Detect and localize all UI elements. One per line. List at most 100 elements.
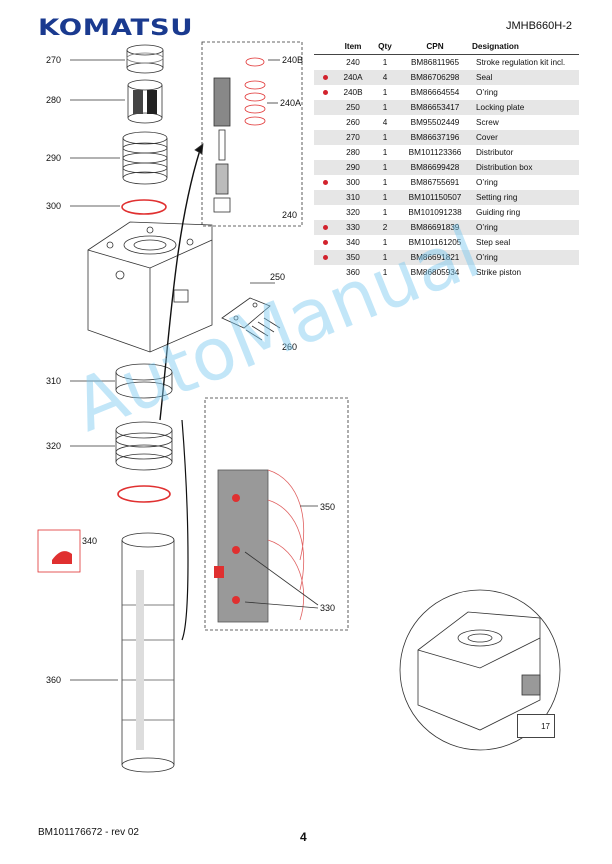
row-designation: Locking plate	[470, 100, 579, 115]
callout-360: 360	[46, 675, 62, 685]
row-qty: 1	[382, 58, 388, 67]
row-designation: Setting ring	[470, 190, 579, 205]
row-cpn: BM86637196	[400, 130, 470, 145]
row-marker	[314, 85, 336, 100]
row-designation: Step seal	[476, 238, 511, 247]
row-item: 300	[346, 178, 360, 187]
row-designation: Cover	[470, 130, 579, 145]
callout-350: 350	[320, 502, 336, 512]
row-marker	[314, 70, 336, 85]
row-item: 350	[336, 250, 370, 265]
row-cpn: BM86664554	[410, 88, 460, 97]
callout-300: 300	[46, 201, 62, 211]
row-marker	[314, 190, 336, 205]
callout-260: 260	[282, 342, 298, 352]
callout-240b: 240B	[282, 55, 304, 65]
row-marker	[314, 145, 336, 160]
row-qty: 1	[382, 208, 388, 217]
row-qty: 4	[370, 70, 400, 85]
row-item: 290	[336, 160, 370, 175]
row-cpn: BM86691839	[400, 220, 470, 235]
row-qty: 1	[382, 148, 388, 157]
row-qty: 1	[382, 238, 388, 247]
seal-kit-marker-dot	[322, 180, 328, 185]
callout-250: 250	[270, 272, 286, 282]
row-marker	[314, 160, 336, 175]
page-number: 4	[300, 830, 307, 844]
callout-310: 310	[46, 376, 62, 386]
seal-kit-marker-dot	[322, 240, 328, 245]
row-marker	[314, 205, 336, 220]
seal-kit-marker-dot	[322, 225, 328, 230]
row-qty: 4	[382, 118, 388, 127]
row-marker	[314, 115, 336, 130]
row-designation: Guiding ring	[476, 208, 521, 217]
header-designation: Designation	[470, 40, 579, 55]
row-marker	[314, 265, 336, 280]
table-header-row: Item Qty CPN Designation	[314, 40, 579, 55]
row-designation: O’ring	[470, 220, 579, 235]
row-item: 260	[346, 118, 360, 127]
row-cpn: BM86653417	[400, 100, 470, 115]
row-cpn: BM95502449	[410, 118, 460, 127]
row-qty: 1	[382, 268, 388, 277]
row-cpn: BM101161205	[408, 238, 462, 247]
reference-page-number: 17	[541, 721, 550, 731]
row-designation: Distributor	[476, 148, 514, 157]
row-cpn: BM101091238	[408, 208, 462, 217]
row-marker	[314, 235, 336, 250]
row-qty: 1	[370, 160, 400, 175]
row-designation: Distribution box	[470, 160, 579, 175]
row-item: 360	[346, 268, 360, 277]
row-cpn: BM86691821	[400, 250, 470, 265]
row-cpn: BM101150507	[400, 190, 470, 205]
row-marker	[314, 55, 336, 71]
row-designation: O’ring	[476, 88, 498, 97]
header-qty: Qty	[370, 40, 400, 55]
row-marker	[314, 100, 336, 115]
row-marker	[314, 250, 336, 265]
callout-320: 320	[46, 441, 62, 451]
row-item: 340	[346, 238, 360, 247]
row-qty: 1	[382, 88, 388, 97]
table-row: 340 1 BM101161205 Step seal	[314, 235, 579, 250]
row-designation: Strike piston	[476, 268, 522, 277]
row-item: 270	[336, 130, 370, 145]
row-item: 330	[336, 220, 370, 235]
row-qty: 1	[370, 190, 400, 205]
callout-340: 340	[82, 536, 98, 546]
row-cpn: BM86811965	[410, 58, 460, 67]
callout-270: 270	[46, 55, 62, 65]
row-marker	[314, 130, 336, 145]
seal-kit-marker-dot	[322, 75, 328, 80]
row-cpn: BM86755691	[410, 178, 460, 187]
row-cpn: BM86699428	[400, 160, 470, 175]
callout-280: 280	[46, 95, 62, 105]
footer-doc-ref: BM101176672 - rev 02	[38, 827, 139, 838]
callout-240: 240	[282, 210, 298, 220]
header-item: Item	[336, 40, 370, 55]
reference-page-box: 17	[517, 714, 555, 738]
row-designation: O’ring	[470, 250, 579, 265]
row-qty: 1	[382, 178, 388, 187]
row-item: 280	[346, 148, 360, 157]
row-marker	[314, 175, 336, 190]
callout-290: 290	[46, 153, 62, 163]
row-qty: 1	[370, 250, 400, 265]
row-item: 250	[336, 100, 370, 115]
row-qty: 1	[370, 100, 400, 115]
